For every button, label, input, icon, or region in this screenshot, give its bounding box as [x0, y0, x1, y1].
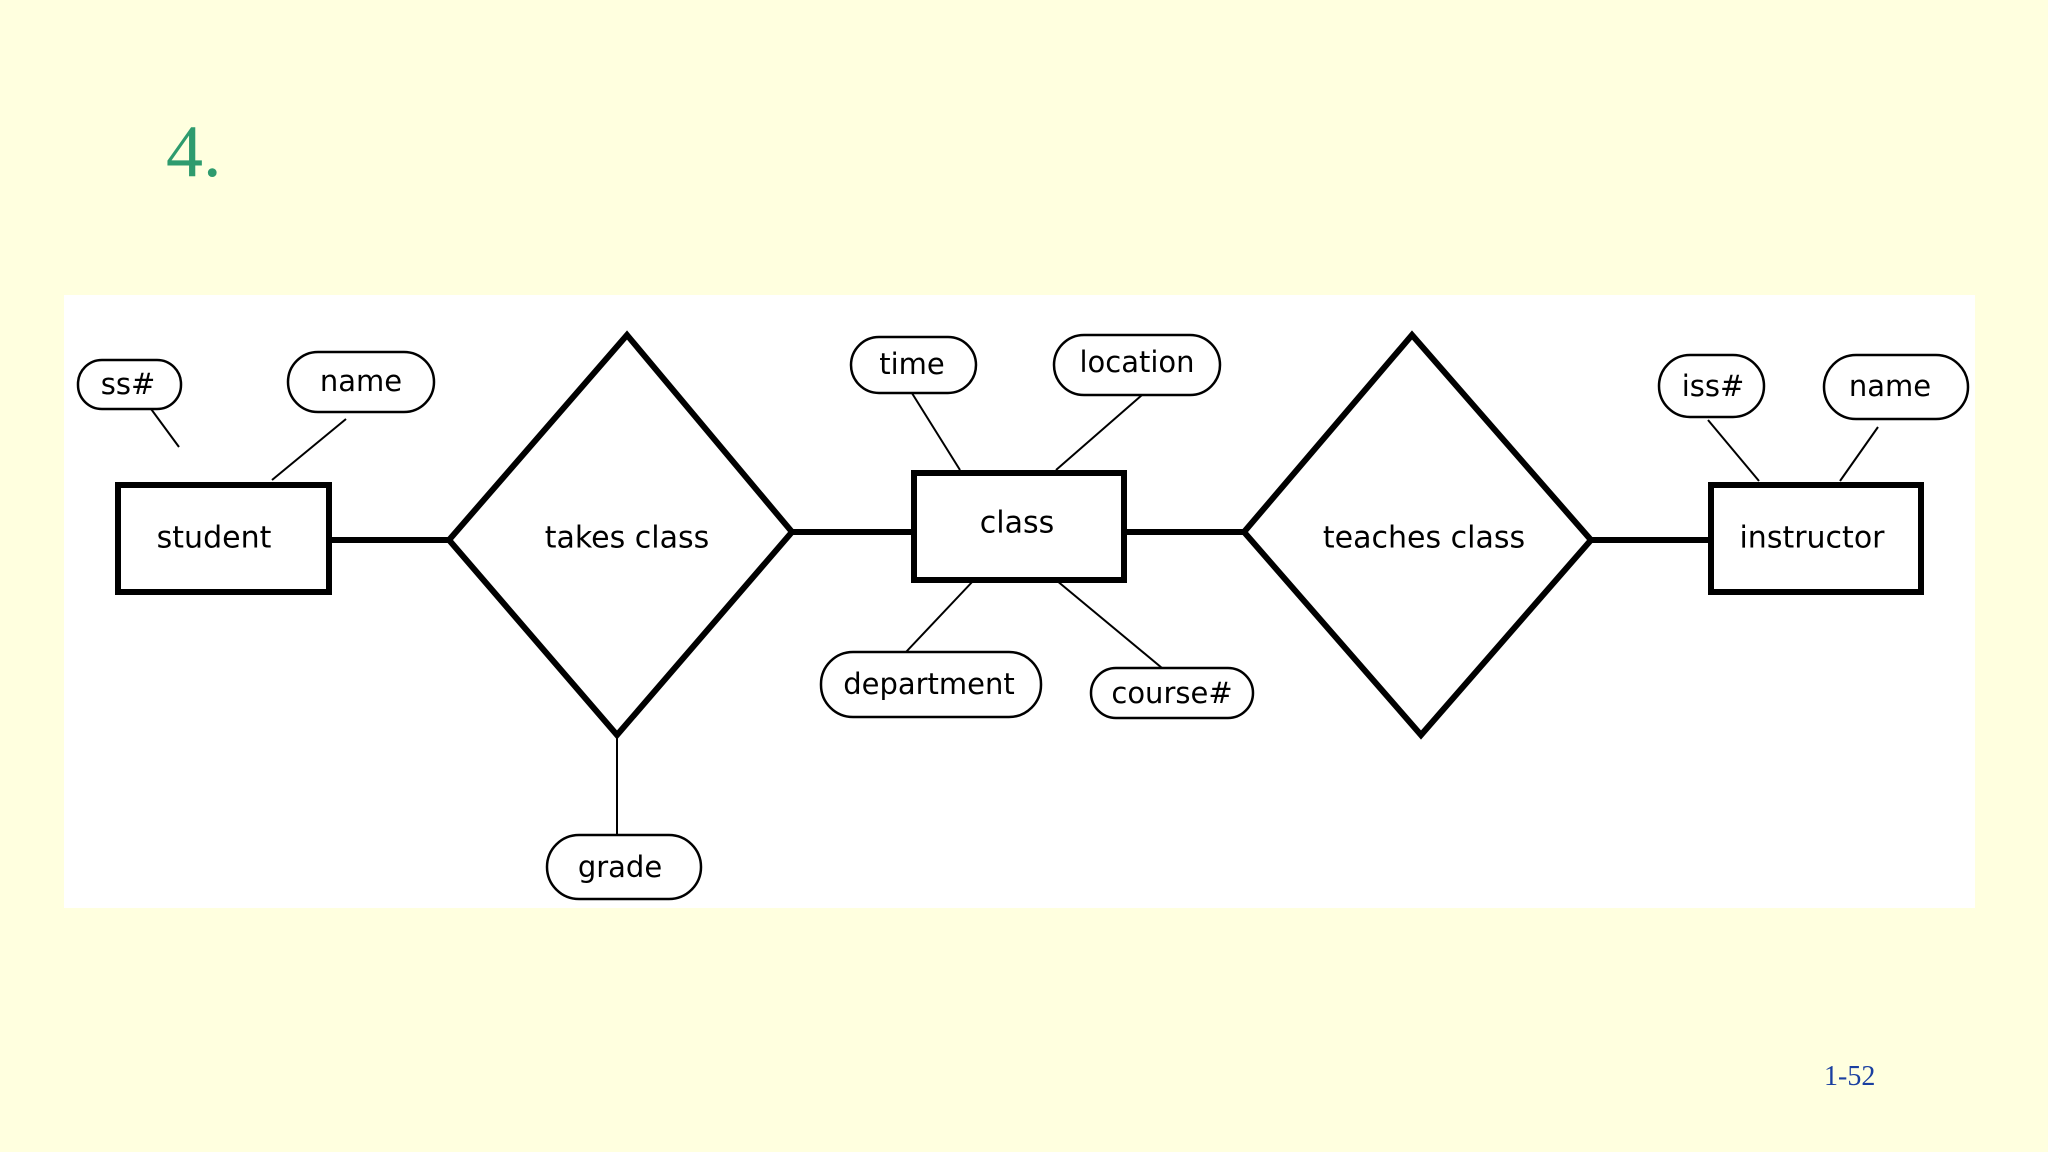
connector-student-name — [271, 418, 347, 481]
entity-student: student — [115, 482, 332, 595]
connector-time — [909, 389, 961, 471]
attribute-time-label: time — [879, 347, 945, 381]
attribute-grade-label: grade — [578, 850, 662, 884]
attribute-course-oval — [1089, 666, 1255, 720]
attribute-department-oval — [819, 650, 1043, 719]
attribute-ss-oval — [76, 358, 183, 411]
er-diagram: student class instructor takes class tea… — [64, 295, 1975, 908]
entity-instructor-box — [1708, 482, 1924, 595]
relationship-teaches-class-diamond — [1240, 330, 1595, 740]
connector-course — [1055, 579, 1163, 669]
attribute-location-label: location — [1079, 345, 1194, 379]
page-number: 1-52 — [1824, 1061, 1876, 1092]
attribute-connectors — [128, 378, 1879, 835]
entity-instructor: instructor — [1708, 482, 1924, 595]
attribute-location-oval — [1052, 333, 1222, 397]
attribute-student-name-label: name — [320, 364, 402, 398]
connector-department — [905, 579, 975, 653]
attribute-department-label: department — [843, 667, 1015, 701]
relationship-connectors — [329, 529, 1711, 543]
relationship-takes-class: takes class — [445, 330, 796, 740]
attribute-ss-label: ss# — [101, 367, 156, 401]
relationship-teaches-class-label: teaches class — [1323, 521, 1525, 556]
attribute-ovals — [76, 333, 1970, 901]
entity-class-label: class — [980, 506, 1054, 541]
entity-instructor-label: instructor — [1739, 521, 1885, 556]
entity-class: class — [911, 470, 1127, 583]
connector-instructor-name — [1839, 426, 1879, 482]
attribute-iss-label: iss# — [1682, 369, 1745, 403]
attribute-course-label: course# — [1111, 676, 1232, 710]
attribute-labels: ss# name grade time location department … — [101, 345, 1931, 884]
attribute-instructor-name-label: name — [1849, 369, 1931, 403]
attribute-student-name-oval — [286, 350, 436, 414]
entity-student-label: student — [157, 521, 272, 556]
relationship-takes-class-diamond — [445, 330, 796, 740]
attribute-grade-oval — [545, 833, 703, 901]
er-diagram-canvas: student class instructor takes class tea… — [76, 330, 1970, 901]
attribute-instructor-name-oval — [1822, 353, 1970, 421]
slide-heading: 4. — [166, 111, 222, 193]
relationship-teaches-class: teaches class — [1240, 330, 1595, 740]
entity-student-box — [115, 482, 332, 595]
relationship-takes-class-label: takes class — [545, 521, 710, 556]
attribute-iss-oval — [1657, 353, 1766, 419]
entity-class-box — [911, 470, 1127, 583]
attribute-time-oval — [849, 335, 978, 395]
connector-iss — [1707, 419, 1760, 482]
connector-location — [1055, 394, 1143, 471]
